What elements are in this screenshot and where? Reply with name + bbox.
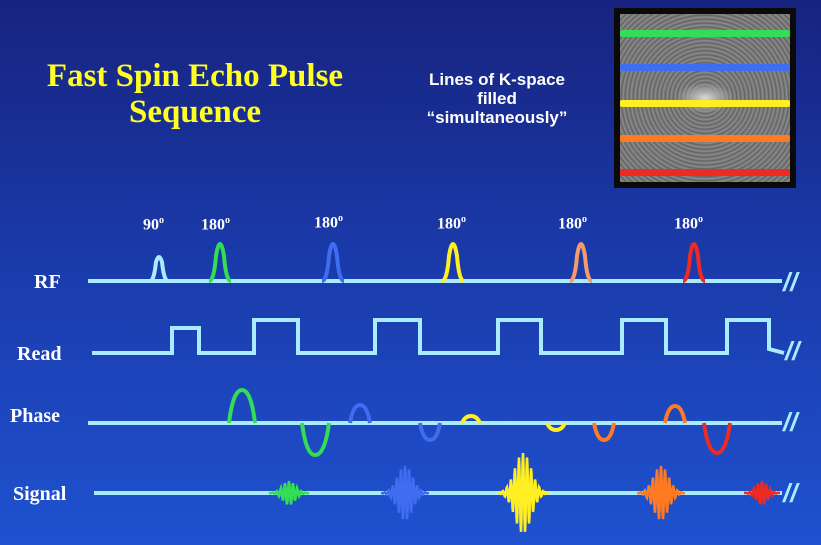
signal-echo-blue	[380, 465, 430, 520]
degree-mark: o	[698, 214, 703, 225]
pulse-label-180-3: 180o	[437, 214, 466, 233]
degree-mark: o	[582, 214, 587, 225]
phase-break-mark: //	[782, 407, 800, 437]
pulse-label-180-1: 180o	[201, 215, 230, 234]
pulse-value: 180	[201, 216, 225, 234]
signal-echo-red	[743, 480, 781, 505]
pulse-value: 180	[558, 215, 582, 233]
degree-mark: o	[225, 215, 230, 226]
rf-pulse-180-2	[321, 242, 345, 283]
kspace-image-frame	[614, 8, 796, 188]
kspace-caption: Lines of K-space filled “simultaneously”	[402, 70, 592, 127]
slide-title: Fast Spin Echo Pulse Sequence	[20, 58, 370, 130]
pulse-value: 180	[437, 215, 461, 233]
row-label-read: Read	[17, 343, 62, 365]
signal-echo-orange	[636, 465, 686, 520]
pulse-label-90: 90o	[143, 215, 164, 234]
caption-line-3: “simultaneously”	[426, 108, 568, 127]
pulse-label-180-5: 180o	[674, 214, 703, 233]
kspace-image	[620, 14, 790, 182]
pulse-label-180-4: 180o	[558, 214, 587, 233]
rf-break-mark: //	[782, 267, 800, 297]
signal-break-mark: //	[782, 478, 800, 508]
rf-pulse-180-5	[682, 242, 706, 283]
row-label-rf: RF	[34, 271, 61, 293]
read-gradient	[92, 318, 785, 355]
kspace-line-blue	[620, 64, 790, 71]
degree-mark: o	[461, 214, 466, 225]
phase-lobe-green-up	[227, 387, 257, 424]
signal-echo-green	[268, 480, 310, 505]
phase-lobe-blue-down	[418, 422, 442, 443]
rf-pulse-180-1	[208, 242, 232, 283]
phase-lobe-blue-up	[348, 402, 372, 424]
signal-echo-yellow	[496, 452, 550, 532]
title-line-2: Sequence	[129, 94, 261, 130]
caption-line-1: Lines of K-space	[428, 70, 566, 89]
pulse-value: 180	[314, 214, 338, 232]
rf-pulse-180-3	[441, 242, 465, 283]
phase-lobe-yellow-down	[545, 422, 567, 433]
phase-lobe-yellow-up	[460, 413, 482, 424]
degree-mark: o	[159, 215, 164, 226]
read-break-mark: //	[784, 336, 802, 366]
phase-lobe-red-down	[702, 422, 732, 456]
pulse-value: 180	[674, 215, 698, 233]
degree-mark: o	[338, 213, 343, 224]
row-label-signal: Signal	[13, 483, 67, 505]
row-label-phase: Phase	[10, 405, 60, 427]
phase-lobe-orange-up	[663, 403, 687, 424]
rf-pulse-180-4	[569, 242, 593, 283]
pulse-label-180-2: 180o	[314, 213, 343, 232]
kspace-line-green	[620, 30, 790, 37]
kspace-line-red	[620, 169, 790, 176]
phase-lobe-orange-down	[592, 422, 616, 443]
kspace-line-yellow	[620, 100, 790, 107]
caption-line-2: filled	[477, 89, 517, 108]
pulse-value: 90	[143, 216, 159, 234]
phase-lobe-green-down	[300, 422, 331, 458]
kspace-line-orange	[620, 135, 790, 142]
title-line-1: Fast Spin Echo Pulse	[46, 58, 344, 94]
rf-pulse-90	[149, 255, 169, 283]
